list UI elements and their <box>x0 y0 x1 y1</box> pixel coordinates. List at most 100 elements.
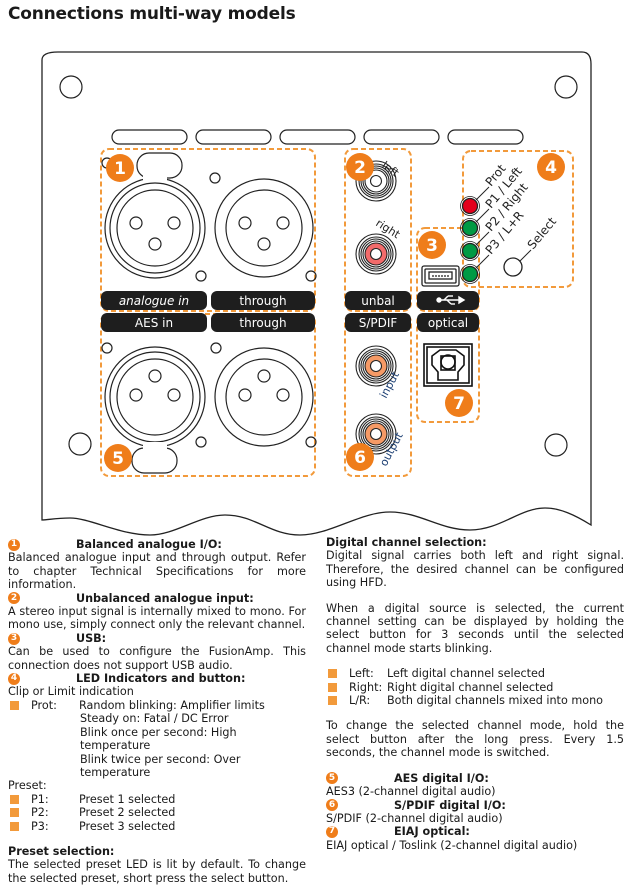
callout-number: 6 <box>354 448 366 468</box>
list-key: P1: <box>31 792 49 806</box>
label-analogue-in: analogue in <box>119 294 189 308</box>
callout-badge-1 <box>106 154 134 182</box>
group-box-1 <box>100 148 316 312</box>
xlr-analogue-in <box>101 152 207 282</box>
section-body: Balanced analogue input and through outp… <box>8 551 306 592</box>
label-unbal: unbal <box>361 294 395 308</box>
callout-badge-6 <box>346 443 374 471</box>
section-body: The selected preset LED is lit by defaul… <box>8 858 306 885</box>
label-bg <box>211 313 315 332</box>
connection-panel-diagram: left right input output analogue in thro… <box>41 51 592 536</box>
callout-6-icon: 6 <box>326 799 338 812</box>
list-value: Random blinking: Amplifier limits <box>79 698 265 712</box>
list-key: P3: <box>31 819 49 833</box>
callout-number: 3 <box>426 236 438 256</box>
list-key: P2: <box>31 806 49 820</box>
vent-slot <box>195 129 272 145</box>
section-title: Preset selection: <box>8 844 115 858</box>
callout-3-icon: 3 <box>8 632 20 645</box>
led-3 <box>461 242 479 260</box>
section-body: To change the selected channel mode, hol… <box>326 719 624 760</box>
group-box-7 <box>416 313 480 423</box>
vent-slot <box>111 129 188 145</box>
section-7-header: 7 EIAJ optical: <box>326 825 624 838</box>
vent-slot <box>279 129 356 145</box>
label-optical: optical <box>428 316 468 330</box>
list-item: Right: Right digital channel selected <box>326 681 624 694</box>
vent-slot <box>447 129 524 145</box>
section-title: Unbalanced analogue input: <box>76 591 254 605</box>
left-column: 1 Balanced analogue I/O: Balanced analog… <box>8 538 306 885</box>
bullet-square-icon <box>328 669 337 679</box>
list-item: Prot: Random blinking: Amplifier limits <box>8 699 306 712</box>
section-3-header: 3 USB: <box>8 632 306 645</box>
section-2-header: 2 Unbalanced analogue input: <box>8 592 306 605</box>
section-title: LED Indicators and button: <box>76 672 246 686</box>
label-bg <box>417 313 479 332</box>
list-value: Right digital channel selected <box>387 680 554 694</box>
list-value: Left digital channel selected <box>387 667 545 681</box>
screw-hole <box>59 75 83 99</box>
callout-badge-7 <box>445 389 473 417</box>
select-label: Select <box>525 214 560 252</box>
section-5-header: 5 AES digital I/O: <box>326 772 624 785</box>
optical-port <box>423 343 473 387</box>
led-2 <box>461 219 479 237</box>
rca-right-jack <box>355 233 397 275</box>
led-4 <box>461 265 479 283</box>
list-key: Right: <box>349 680 383 694</box>
bullet-square-icon <box>10 700 19 710</box>
label-bg <box>211 291 315 310</box>
bullet-square-icon <box>10 808 19 818</box>
section-4-header: 4 LED Indicators and button: <box>8 672 306 685</box>
bullet-square-icon <box>10 821 19 831</box>
bullet-square-icon <box>328 682 337 692</box>
list-value: Blink twice per second: Over temperature <box>80 752 241 779</box>
group-box-3 <box>416 227 480 312</box>
screw-hole <box>554 75 578 99</box>
xlr-through-bottom <box>210 342 317 448</box>
section-body: Can be used to configure the FusionAmp. … <box>8 645 306 672</box>
section-body: A stereo input signal is internally mixe… <box>8 605 306 632</box>
callout-number: 5 <box>112 449 124 469</box>
callout-number: 4 <box>545 158 557 178</box>
list-value: Preset 3 selected <box>79 819 176 833</box>
usb-icon <box>436 295 466 305</box>
label-through-bottom: through <box>239 316 286 330</box>
vent-slot <box>363 129 440 145</box>
callout-badge-5 <box>104 444 132 472</box>
label-through-top: through <box>239 294 286 308</box>
list-value: Steady on: Fatal / DC Error <box>80 712 229 726</box>
section-title: EIAJ optical: <box>394 825 470 839</box>
list-item: P1: Preset 1 selected <box>8 793 306 806</box>
callout-1-icon: 1 <box>8 538 20 551</box>
right-column: Digital channel selection: Digital signa… <box>326 536 624 852</box>
list-item: Left: Left digital channel selected <box>326 667 624 680</box>
callout-badge-2 <box>346 153 374 181</box>
panel-outline <box>41 51 592 536</box>
label-spdif: S/PDIF <box>359 316 398 330</box>
section-title: S/PDIF digital I/O: <box>394 798 506 812</box>
list-key: Prot: <box>31 698 57 712</box>
section-title: AES digital I/O: <box>394 771 489 785</box>
list-item: L/R: Both digital channels mixed into mo… <box>326 694 624 707</box>
callout-number: 7 <box>453 394 465 414</box>
list-item: P2: Preset 2 selected <box>8 806 306 819</box>
callout-badge-4 <box>537 153 565 181</box>
screw-hole <box>68 432 92 456</box>
section-6-header: 6 S/PDIF digital I/O: <box>326 799 624 812</box>
label-bg <box>101 291 207 310</box>
label-bg <box>101 313 207 332</box>
callout-7-icon: 7 <box>326 826 338 839</box>
callout-number: 1 <box>114 159 126 179</box>
section-body: AES3 (2-channel digital audio) <box>326 785 496 799</box>
label-aes-in: AES in <box>135 316 173 330</box>
label-bg <box>345 291 411 310</box>
screw-hole <box>544 433 568 457</box>
bullet-square-icon <box>10 794 19 804</box>
list-value: Blink once per second: High temperature <box>80 725 237 753</box>
rca-spdif-input-jack <box>355 345 397 387</box>
xlr-aes-in <box>101 342 207 474</box>
group-box-2 <box>344 148 412 312</box>
xlr-through-top <box>209 172 317 282</box>
